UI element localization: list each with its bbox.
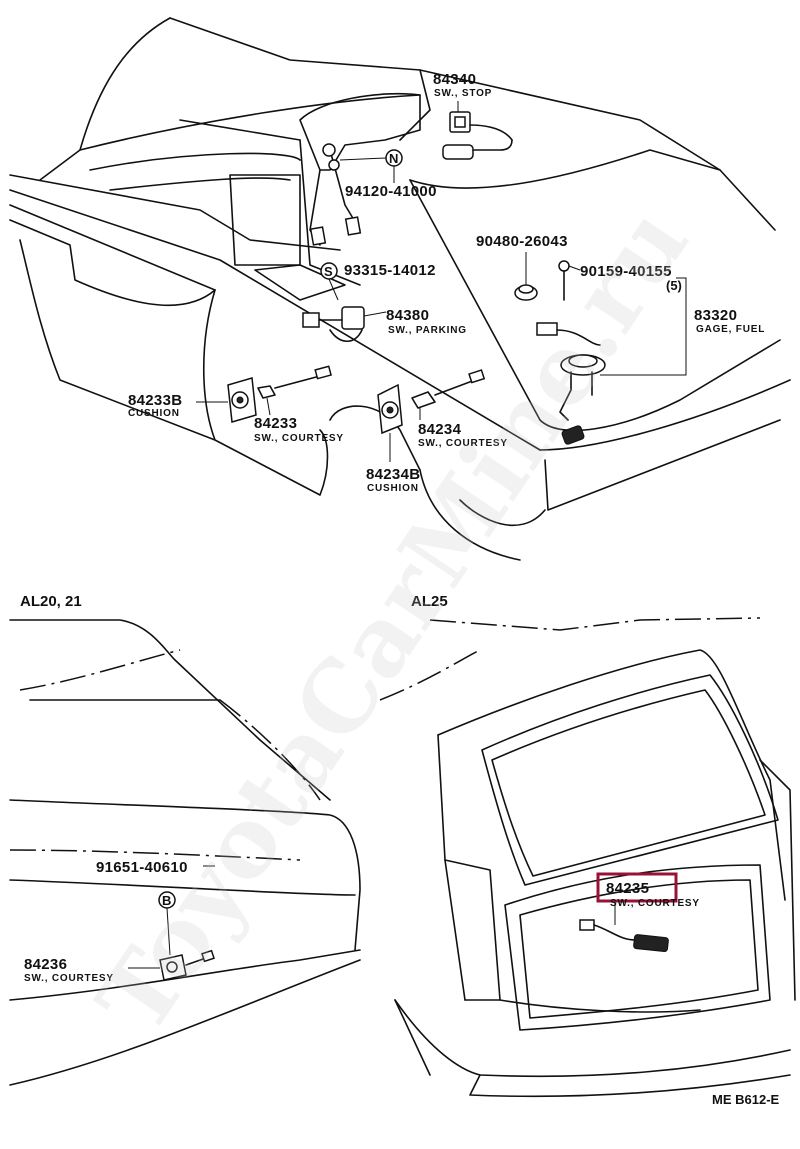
left-courtesy-callouts: 84233B CUSHION 84233 SW., COURTESY <box>128 392 344 444</box>
part-qty-90159: (5) <box>666 278 682 293</box>
right-courtesy-switch-part <box>377 369 486 462</box>
part-number-90159-40155: 90159-40155 <box>580 263 672 280</box>
part-number-91651-40610: 91651-40610 <box>96 859 188 876</box>
grommet-90480: 90480-26043 <box>476 233 568 301</box>
left-courtesy-switch-part <box>196 365 332 423</box>
part-desc-courtesy-right: SW., COURTESY <box>418 438 508 449</box>
part-number-84380: 84380 <box>386 307 429 324</box>
part-desc-courtesy-tailgate: SW., COURTESY <box>610 898 700 909</box>
part-desc-cushion-right: CUSHION <box>367 483 419 494</box>
badge-b: B <box>162 893 171 908</box>
part-number-84340: 84340 <box>433 71 476 88</box>
part-number-84233: 84233 <box>254 415 297 432</box>
top-body-view <box>9 17 791 561</box>
part-number-83320: 83320 <box>694 307 737 324</box>
nut-94120: N 94120-41000 <box>339 149 437 200</box>
part-desc-courtesy-rear: SW., COURTESY <box>24 973 114 984</box>
tailgate-courtesy-callout: 84235 SW., COURTESY <box>596 872 700 909</box>
part-desc-fuel-gauge: GAGE, FUEL <box>696 324 765 335</box>
section-label-al25: AL25 <box>411 593 448 610</box>
part-desc-cushion-left: CUSHION <box>128 408 180 419</box>
part-number-90480-26043: 90480-26043 <box>476 233 568 250</box>
part-number-84234b: 84234B <box>366 466 420 483</box>
highlight-box-84235 <box>596 872 678 903</box>
part-desc-stop-switch: SW., STOP <box>434 88 492 99</box>
stop-switch-part <box>442 101 513 160</box>
right-courtesy-callouts: 84234 SW., COURTESY 84234B CUSHION <box>366 421 508 494</box>
fuel-gauge-part: 83320 GAGE, FUEL <box>536 277 765 445</box>
part-number-84235: 84235 <box>606 880 649 897</box>
drawing-code: ME B612-E <box>712 1092 780 1107</box>
part-number-84234: 84234 <box>418 421 462 438</box>
screw-90159: 90159-40155 (5) <box>558 260 682 301</box>
tailgate-courtesy-switch-part <box>579 902 669 953</box>
parking-switch-part: 84380 SW., PARKING <box>302 306 467 343</box>
screw-93315: S 93315-14012 <box>320 262 436 301</box>
part-number-84236: 84236 <box>24 956 67 973</box>
rear-courtesy-switch-part: 84236 SW., COURTESY <box>24 949 215 984</box>
part-desc-courtesy-left: SW., COURTESY <box>254 433 344 444</box>
part-number-94120-41000: 94120-41000 <box>345 183 437 200</box>
part-number-84233b: 84233B <box>128 392 182 409</box>
badge-s: S <box>324 264 333 279</box>
part-desc-parking-switch: SW., PARKING <box>388 325 467 336</box>
part-number-93315-14012: 93315-14012 <box>344 262 436 279</box>
section-label-al20-21: AL20, 21 <box>20 593 82 610</box>
badge-n: N <box>389 151 398 166</box>
bolt-91651: 91651-40610 B <box>96 859 215 956</box>
stop-switch-callout: 84340 SW., STOP <box>433 71 492 99</box>
section-al25: AL25 <box>379 593 796 1098</box>
section-al20-21: AL20, 21 <box>9 593 361 1086</box>
